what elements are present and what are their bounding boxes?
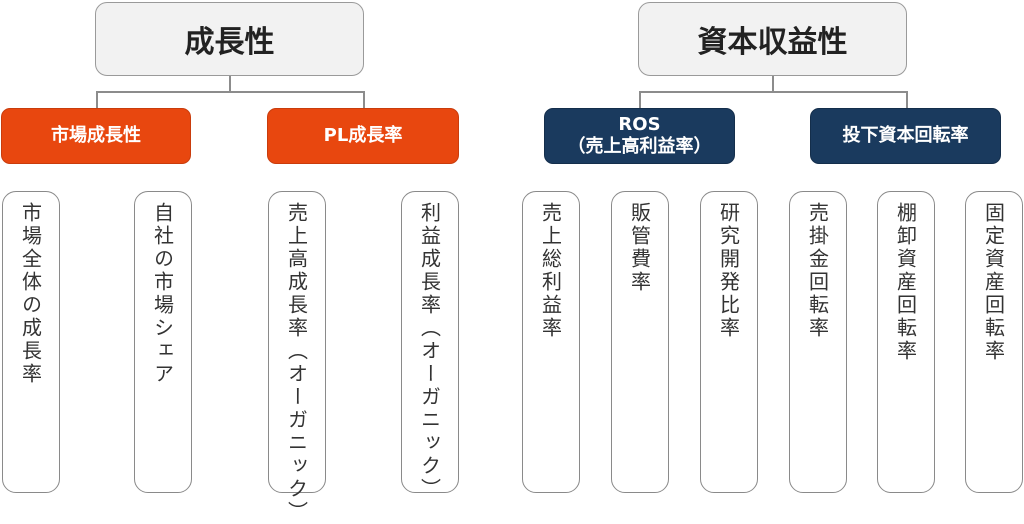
leaf-node-inventory-turnover: 棚卸資産回転率	[877, 191, 935, 493]
root-node-capital-return: 資本収益性	[638, 2, 907, 76]
connector-line	[639, 91, 907, 93]
leaf-node-gross-margin: 売上総利益率	[522, 191, 580, 493]
connector-line	[96, 91, 98, 108]
leaf-node-label: 研究開発比率	[716, 202, 741, 340]
leaf-node-label: 固定資産回転率	[981, 202, 1006, 363]
group-node-ros: ROS （売上高利益率）	[544, 108, 735, 164]
group-node-sublabel: （売上高利益率）	[567, 136, 712, 157]
group-node-label: 投下資本回転率	[842, 124, 969, 146]
leaf-node-market-share: 自社の市場シェア	[134, 191, 192, 493]
leaf-node-label: 売掛金回転率	[805, 202, 830, 340]
group-node-market-growth: 市場成長性	[1, 108, 191, 164]
group-node-label: 市場成長性	[51, 124, 141, 146]
leaf-node-rnd-ratio: 研究開発比率	[700, 191, 758, 493]
root-node-growth: 成長性	[95, 2, 364, 76]
leaf-node-label: 利益成長率（オーガニック）	[417, 202, 442, 501]
group-node-label: PL成長率	[323, 124, 403, 146]
root-node-label: 成長性	[184, 25, 275, 60]
connector-line	[772, 76, 774, 91]
leaf-node-label: 棚卸資産回転率	[893, 202, 918, 363]
connector-line	[639, 91, 641, 108]
connector-line	[96, 91, 364, 93]
leaf-node-sga-ratio: 販管費率	[611, 191, 669, 493]
group-node-pl-growth: PL成長率	[267, 108, 459, 164]
leaf-node-label: 市場全体の成長率	[18, 202, 43, 386]
leaf-node-receivables-turnover: 売掛金回転率	[789, 191, 847, 493]
leaf-node-fixed-asset-turnover: 固定資産回転率	[965, 191, 1023, 493]
connector-line	[906, 91, 908, 108]
leaf-node-label: 自社の市場シェア	[150, 202, 175, 386]
leaf-node-label: 売上高成長率（オーガニック）	[284, 202, 309, 524]
connector-line	[363, 91, 365, 108]
leaf-node-market-growth-rate: 市場全体の成長率	[2, 191, 60, 493]
connector-line	[229, 76, 231, 91]
root-node-label: 資本収益性	[697, 25, 848, 60]
leaf-node-label: 販管費率	[627, 202, 652, 294]
group-node-invested-capital-turnover: 投下資本回転率	[810, 108, 1001, 164]
leaf-node-profit-growth: 利益成長率（オーガニック）	[401, 191, 459, 501]
leaf-node-sales-growth: 売上高成長率（オーガニック）	[268, 191, 326, 524]
group-node-label: ROS	[618, 113, 661, 135]
leaf-node-label: 売上総利益率	[538, 202, 563, 340]
